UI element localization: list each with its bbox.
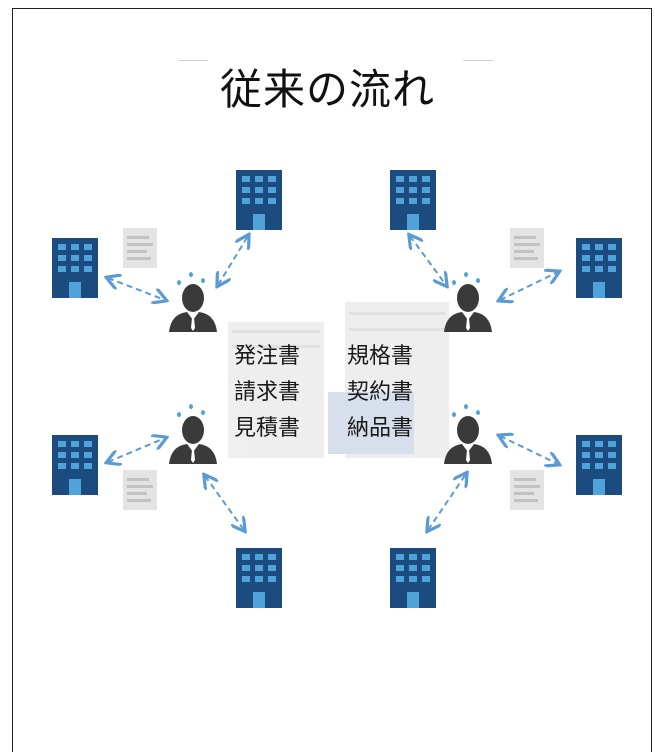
paper-icon-upper-right — [510, 228, 544, 268]
building-icon-top-left — [236, 170, 282, 230]
paper-icon-lower-left — [123, 470, 157, 510]
paper-icon-upper-left — [123, 228, 157, 268]
doc-label-left-1: 発注書 — [234, 344, 301, 369]
diagram-frame — [12, 8, 652, 752]
arrow-top-left-building — [218, 236, 248, 285]
person-icon-upper-right — [444, 272, 492, 332]
building-icon-top-right — [390, 170, 436, 230]
doc-label-left-3: 見積書 — [234, 416, 301, 441]
building-icon-lower-left — [52, 435, 98, 495]
person-icon-lower-left — [169, 404, 217, 464]
arrow-upper-right-building — [500, 272, 558, 300]
arrow-lower-right-building — [500, 436, 558, 464]
arrow-lower-left-building — [108, 438, 165, 462]
title-rule-right — [463, 60, 493, 61]
arrow-top-right-building — [410, 236, 446, 285]
building-icon-lower-right — [576, 435, 622, 495]
arrow-bottom-left-building — [205, 476, 244, 530]
building-icon-bottom-left — [236, 548, 282, 608]
arrows — [108, 236, 558, 530]
title-rule-left — [178, 60, 208, 61]
arrow-upper-left-building — [108, 278, 165, 300]
doc-label-right-3: 納品書 — [347, 416, 414, 441]
paper-stack-background — [228, 302, 449, 458]
building-icon-bottom-right — [390, 548, 436, 608]
arrow-bottom-right-building — [428, 474, 466, 530]
paper-icon-lower-right — [510, 470, 544, 510]
doc-label-left-2: 請求書 — [234, 380, 301, 405]
doc-label-right-2: 契約書 — [347, 380, 414, 405]
diagram-title: 従来の流れ — [219, 65, 435, 114]
person-icon-lower-right — [444, 404, 492, 464]
building-icon-upper-right — [576, 238, 622, 298]
person-icon-upper-left — [169, 272, 217, 332]
building-icon-upper-left — [52, 238, 98, 298]
doc-label-right-1: 規格書 — [347, 344, 414, 369]
